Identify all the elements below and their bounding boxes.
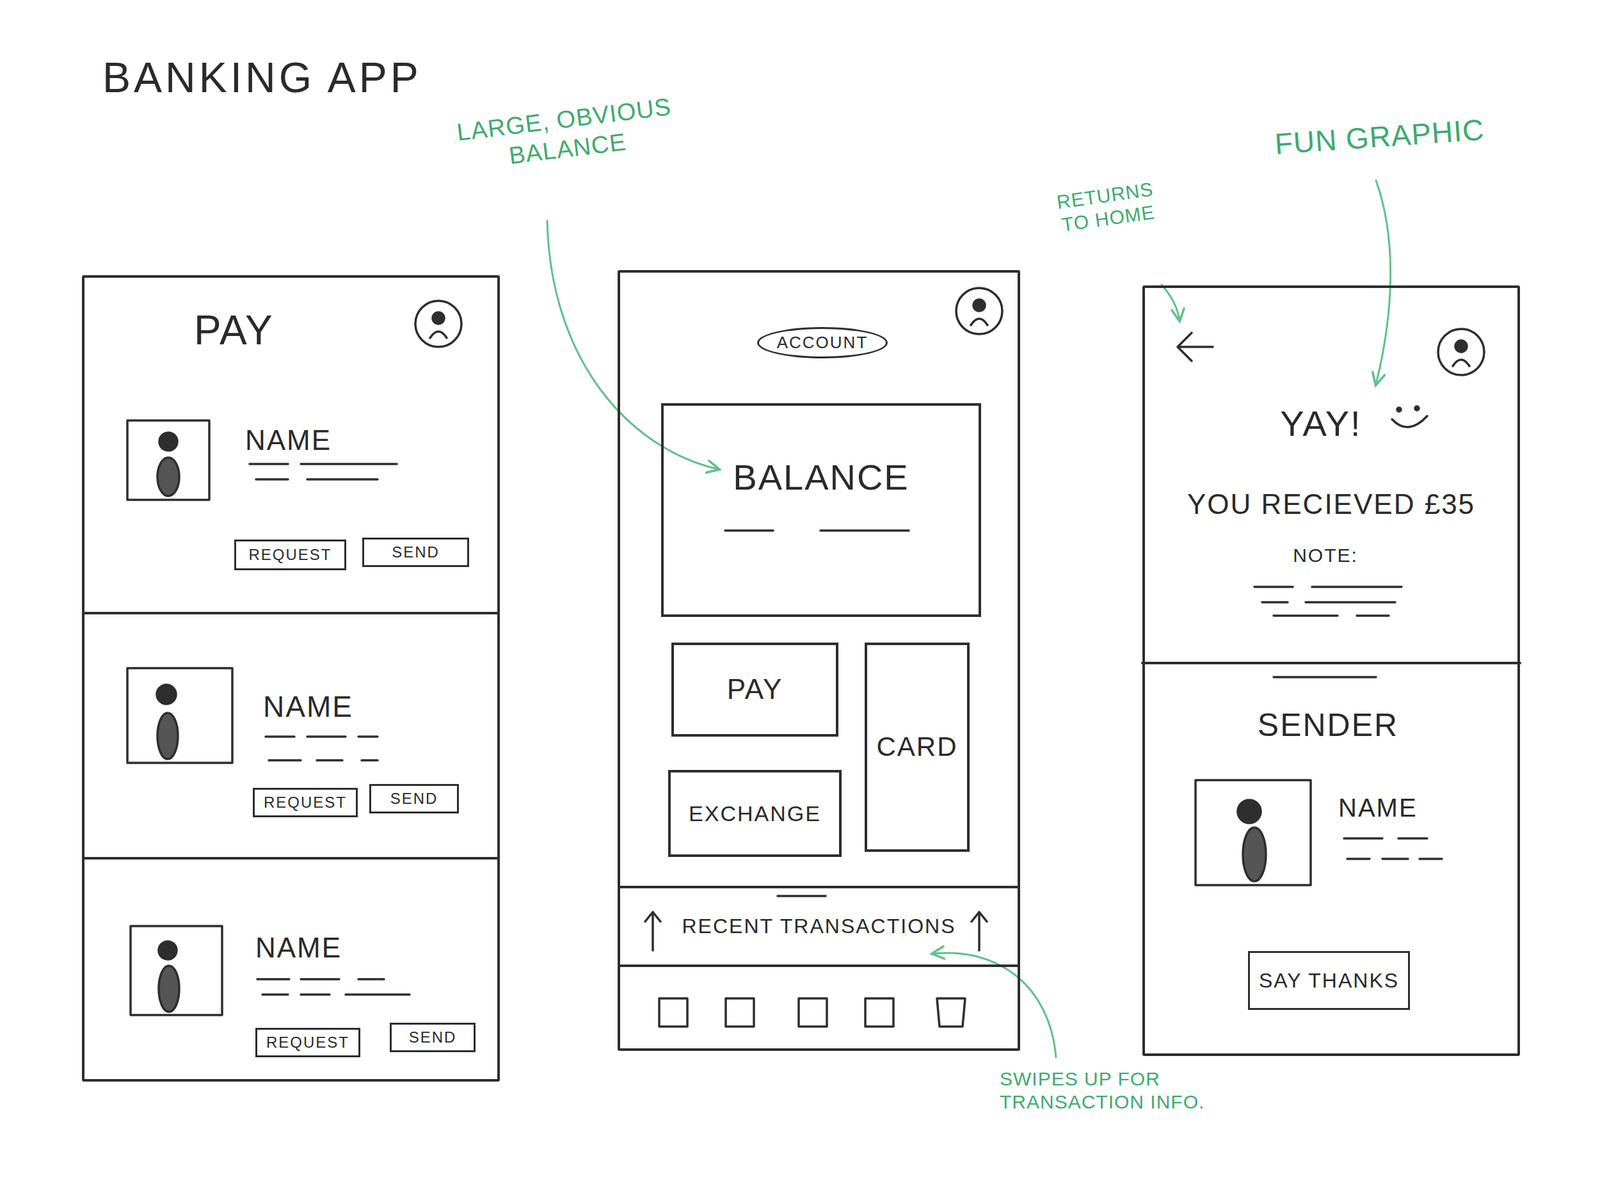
node-text: YAY!	[1128, 401, 1513, 445]
node-text: NAME	[263, 689, 354, 725]
node-text: ACCOUNT	[776, 332, 869, 353]
callout-leader	[933, 952, 1056, 1058]
photo-box	[130, 926, 223, 1016]
node-text: BALANCE	[629, 455, 1014, 499]
action-button: REQUEST	[252, 787, 358, 818]
avatar-icon	[1438, 328, 1485, 376]
node-text: SAY THANKS	[1258, 968, 1400, 993]
phone-screen: ACCOUNT BALANCE PAY CARD EXCHANGE RECENT TRAN…	[617, 270, 1021, 1051]
placeholder-lines	[265, 736, 378, 761]
action-button: REQUEST	[234, 539, 347, 571]
smiley-eye	[1397, 407, 1401, 412]
avatar-head	[1455, 340, 1467, 352]
tab-icon	[725, 998, 754, 1027]
swipe-arrow	[971, 912, 987, 951]
swipe-arrow	[645, 912, 661, 951]
annotation-note: RETURNS TO HOME	[1049, 176, 1164, 238]
node-text: NAME	[245, 423, 332, 458]
node-text: PAY	[727, 672, 784, 707]
action-button: SAY THANKS	[1248, 951, 1410, 1010]
annotation-note: FUN GRAPHIC	[1273, 112, 1486, 162]
phone-screen: YAY!YOU RECIEVED £35NOTE:SENDERNAMESAY T…	[1142, 285, 1520, 1056]
person-head	[156, 684, 176, 704]
node-text: REQUEST	[266, 1033, 350, 1053]
action-button: SEND	[362, 537, 470, 568]
transactions-drawer: RECENT TRANSACTIONS	[617, 885, 1021, 968]
contact-row: NAME REQUEST SEND	[81, 856, 500, 1082]
account-pill: ACCOUNT	[757, 327, 888, 359]
avatar-body	[430, 331, 447, 338]
node-text: REQUEST	[263, 793, 347, 813]
contact-row: NAME REQUEST SEND	[81, 387, 500, 612]
node-text: RECENT TRANSACTIONS	[682, 913, 957, 939]
placeholder-lines	[249, 464, 397, 480]
tab-icon	[936, 998, 966, 1027]
person-head	[159, 432, 178, 451]
node-text: YOU RECIEVED £35	[1139, 487, 1524, 522]
node-text: NAME	[1338, 792, 1418, 824]
callout-leader	[547, 220, 719, 470]
node-text: SEND	[390, 789, 439, 809]
node-text: SENDER	[1136, 705, 1520, 745]
phone-screen: PAY NAME REQUEST SEND NAME REQUEST SEND NAME REQ…	[81, 275, 500, 1082]
node-text: SEND	[391, 543, 440, 562]
photo-box	[127, 420, 210, 500]
avatar-icon	[956, 288, 1003, 335]
tile-box: BALANCE	[661, 403, 982, 617]
smiley-mouth	[1392, 416, 1428, 427]
action-button: REQUEST	[255, 1027, 361, 1058]
contact-row: NAME REQUEST SEND	[81, 611, 500, 857]
placeholder-lines	[257, 979, 410, 995]
back-arrow	[1177, 332, 1213, 361]
node-text: NAME	[255, 931, 342, 966]
avatar-icon	[415, 300, 462, 347]
tile-box: EXCHANGE	[668, 769, 842, 857]
balance-placeholder	[725, 529, 909, 532]
avatar-body	[970, 318, 988, 326]
section-divider	[1142, 661, 1520, 665]
node-text: NOTE:	[1133, 544, 1518, 568]
page-title: BANKING APP	[102, 52, 422, 104]
annotation-note: LARGE, OBVIOUS BALANCE	[441, 90, 690, 179]
node-text: PAY	[193, 305, 274, 356]
tile-box: CARD	[864, 642, 969, 852]
node-text: EXCHANGE	[688, 800, 822, 827]
person-body	[158, 965, 180, 1012]
action-button: SEND	[389, 1022, 476, 1053]
node-text: CARD	[876, 730, 958, 763]
photo-box	[127, 668, 233, 763]
note-lines	[1254, 586, 1402, 616]
photo-box	[1195, 780, 1311, 886]
avatar-body	[1452, 359, 1470, 367]
callout-leader	[1161, 284, 1180, 320]
node-text: REQUEST	[248, 545, 332, 565]
placeholder-lines	[1344, 838, 1442, 859]
callout-leader	[1376, 180, 1391, 384]
node-text: SEND	[408, 1028, 457, 1048]
tile-box: PAY	[671, 642, 839, 737]
tab-icon	[798, 998, 827, 1027]
tab-icon	[659, 998, 688, 1027]
tab-icon	[865, 998, 894, 1027]
smiley-eye	[1415, 406, 1419, 411]
person-body	[157, 457, 180, 496]
avatar-head	[432, 312, 445, 324]
drawer-handle	[777, 894, 826, 898]
person-body	[157, 712, 178, 760]
person-body	[1242, 827, 1266, 882]
person-head	[1237, 800, 1261, 824]
avatar-head	[973, 299, 985, 312]
person-head	[158, 941, 177, 960]
action-button: SEND	[369, 784, 459, 815]
annotation-note: SWIPES UP FOR TRANSACTION INFO.	[999, 1067, 1211, 1114]
sheet-handle	[1273, 675, 1376, 679]
